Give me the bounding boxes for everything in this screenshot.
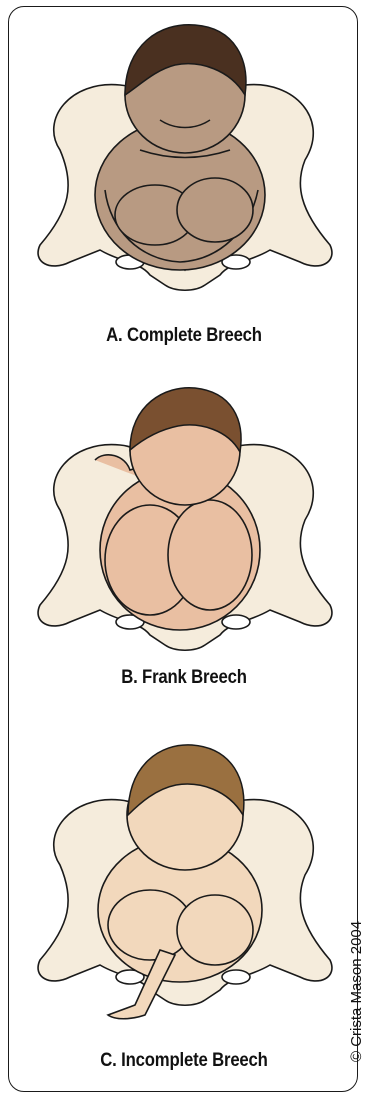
copyright-credit: © Crista Mason 2004 — [348, 921, 365, 1062]
panel-complete-breech: A. Complete Breech — [0, 0, 368, 360]
complete-breech-illustration — [0, 0, 368, 320]
frank-breech-illustration — [0, 360, 368, 680]
caption-complete-breech: A. Complete Breech — [22, 325, 346, 347]
panel-frank-breech: B. Frank Breech — [0, 360, 368, 715]
caption-frank-breech: B. Frank Breech — [22, 667, 346, 689]
caption-incomplete-breech: C. Incomplete Breech — [22, 1050, 346, 1072]
panel-incomplete-breech: C. Incomplete Breech — [0, 715, 368, 1100]
incomplete-breech-illustration — [0, 715, 368, 1035]
